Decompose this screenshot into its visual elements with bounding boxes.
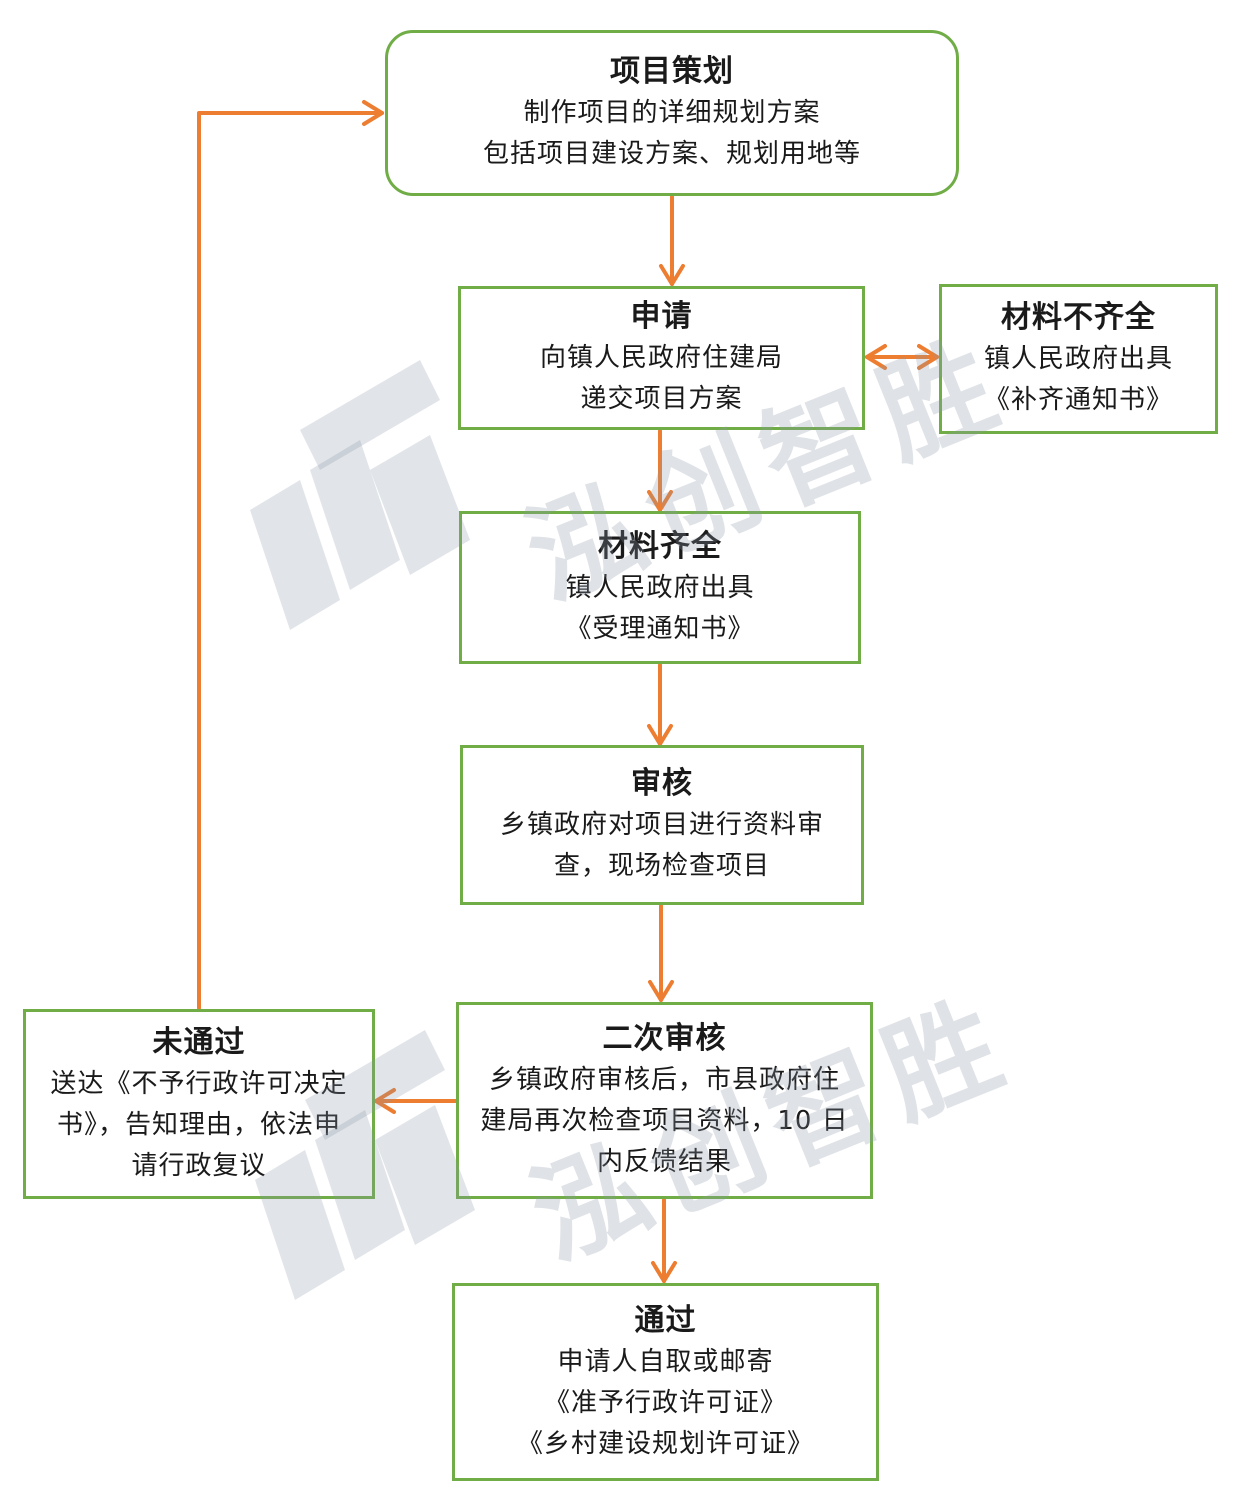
node-text: 向镇人民政府住建局 (539, 343, 783, 373)
node-text: 查，现场检查项目 (553, 851, 770, 881)
node-text: 申请人自取或邮寄 (557, 1346, 774, 1377)
node-text: 建局再次检查项目资料，10 日 (480, 1106, 849, 1136)
node-second-review: 二次审核 乡镇政府审核后，市县政府住 建局再次检查项目资料，10 日 内反馈结果 (456, 1002, 873, 1199)
node-text: 制作项目的详细规划方案 (523, 98, 821, 128)
node-title: 项目策划 (610, 54, 734, 89)
arrowhead-incomplete (917, 344, 939, 370)
node-title: 材料齐全 (598, 528, 722, 564)
arrowhead-planning-to-apply (659, 264, 685, 286)
node-text: 乡镇政府对项目进行资料审 (499, 810, 824, 840)
node-approved: 通过 申请人自取或邮寄 《准予行政许可证》 《乡村建设规划许可证》 (452, 1283, 879, 1481)
node-text: 《准予行政许可证》 (543, 1387, 787, 1418)
arrowhead-complete (647, 490, 673, 512)
node-text: 镇人民政府出具 (565, 572, 755, 603)
node-text: 乡镇政府审核后，市县政府住 (488, 1065, 840, 1095)
arrowhead-apply (865, 344, 887, 370)
arrowhead-review (647, 724, 673, 746)
node-text: 《受理通知书》 (565, 613, 755, 644)
node-title: 通过 (634, 1302, 697, 1338)
arrowhead-planning (362, 100, 384, 126)
node-title: 申请 (630, 299, 693, 334)
node-title: 二次审核 (602, 1021, 727, 1056)
node-title: 材料不齐全 (1001, 300, 1156, 335)
node-text: 包括项目建设方案、规划用地等 (482, 139, 861, 169)
arrow-rejected-to-planning (197, 111, 384, 1010)
node-apply: 申请 向镇人民政府住建局 递交项目方案 (458, 286, 865, 430)
node-text: 镇人民政府出具 (983, 344, 1173, 374)
node-text: 请行政复议 (131, 1150, 267, 1181)
node-text: 《乡村建设规划许可证》 (516, 1428, 814, 1459)
arrowhead-rejected (374, 1088, 396, 1114)
arrowhead-approved (651, 1261, 677, 1283)
node-text: 递交项目方案 (580, 384, 743, 414)
node-text: 送达《不予行政许可决定 (50, 1068, 348, 1099)
node-incomplete: 材料不齐全 镇人民政府出具 《补齐通知书》 (939, 284, 1218, 434)
node-review: 审核 乡镇政府对项目进行资料审 查，现场检查项目 (460, 745, 864, 905)
node-text: 《补齐通知书》 (983, 385, 1173, 415)
node-complete: 材料齐全 镇人民政府出具 《受理通知书》 (459, 511, 861, 664)
node-title: 未通过 (152, 1024, 246, 1060)
node-title: 审核 (631, 766, 693, 801)
node-text: 内反馈结果 (596, 1147, 732, 1177)
arrowhead-second (648, 980, 674, 1002)
node-rejected: 未通过 送达《不予行政许可决定 书》，告知理由，依法申 请行政复议 (23, 1009, 375, 1199)
node-text: 书》，告知理由，依法申 (56, 1109, 341, 1140)
node-planning: 项目策划 制作项目的详细规划方案 包括项目建设方案、规划用地等 (385, 30, 959, 196)
